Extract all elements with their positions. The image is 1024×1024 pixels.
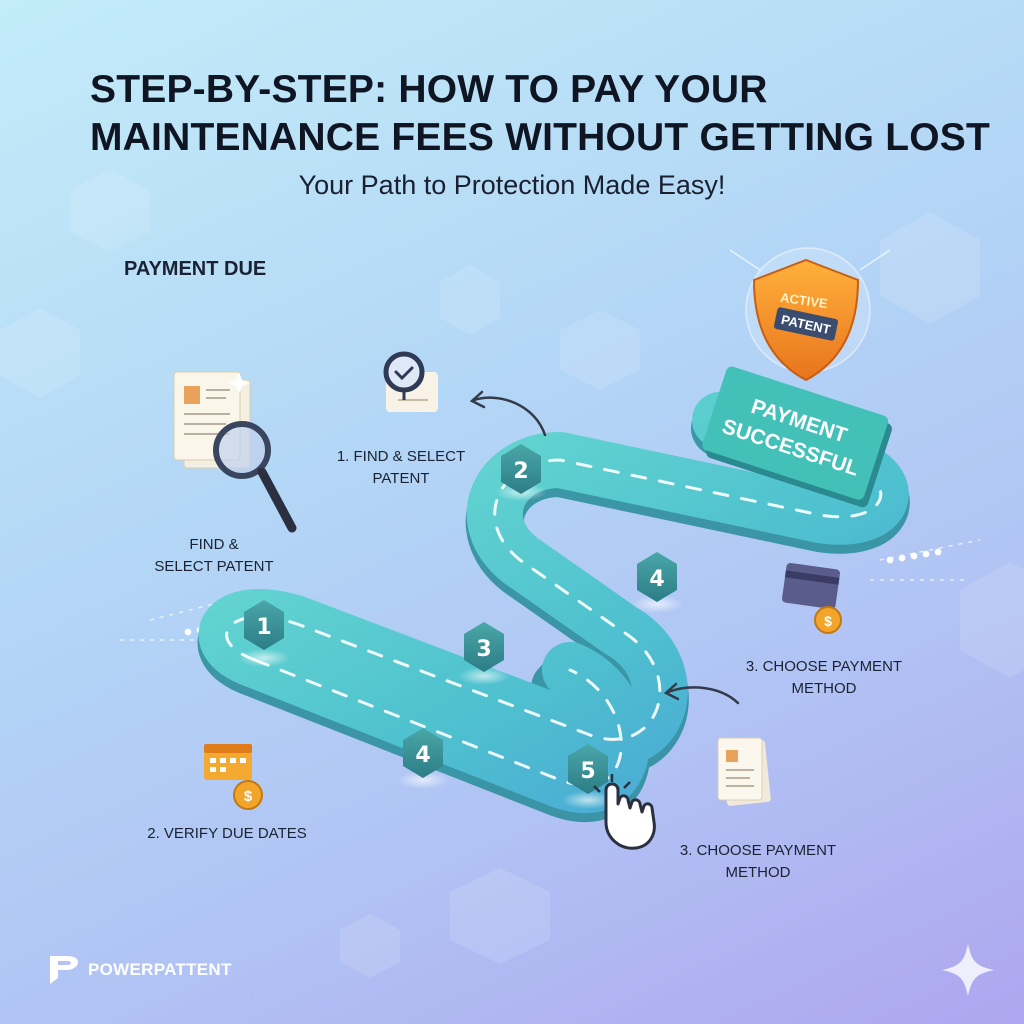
find-select-left-line-1: FIND &	[146, 534, 282, 556]
page-title: STEP-BY-STEP: HOW TO PAY YOUR MAINTENANC…	[90, 66, 990, 162]
active-patent-shield: ACTIVE PATENT	[746, 248, 870, 380]
marker-1-number: 1	[256, 615, 271, 640]
verify-due-dates-label: 2. VERIFY DUE DATES	[136, 823, 318, 845]
find-select-top-line-2: PATENT	[326, 468, 476, 490]
svg-text:$: $	[244, 788, 253, 805]
find-select-left-label: FIND & SELECT PATENT	[146, 534, 282, 578]
payment-due-label: PAYMENT DUE	[124, 258, 266, 281]
check-bubble-icon	[386, 354, 438, 412]
title-line-2: MAINTENANCE FEES WITHOUT GETTING LOST	[90, 114, 990, 162]
calendar-coin-icon: $	[204, 744, 262, 809]
marker-2-number: 2	[513, 459, 528, 484]
choose-payment-right-line-2: METHOD	[736, 678, 912, 700]
brand-logo: POWERPATTENT	[46, 952, 232, 988]
brand-logo-icon	[46, 952, 82, 988]
document-icon	[718, 738, 771, 806]
find-select-top-line-1: 1. FIND & SELECT	[326, 446, 476, 468]
marker-3-number: 3	[476, 637, 491, 662]
choose-payment-bottom-line-1: 3. CHOOSE PAYMENT	[668, 840, 848, 862]
marker-4-upper-number: 4	[649, 567, 664, 592]
svg-text:$: $	[824, 613, 832, 629]
choose-payment-right-label: 3. CHOOSE PAYMENT METHOD	[736, 656, 912, 700]
marker-4-upper: 4	[637, 552, 677, 602]
marker-4-lower-number: 4	[415, 743, 430, 768]
sparkle-icon	[942, 944, 994, 996]
curved-arrow-top	[472, 392, 545, 435]
find-select-top-label: 1. FIND & SELECT PATENT	[326, 446, 476, 490]
page-subtitle: Your Path to Protection Made Easy!	[0, 170, 1024, 201]
document-magnifier-icon	[174, 372, 292, 528]
marker-5-number: 5	[580, 759, 595, 784]
choose-payment-bottom-label: 3. CHOOSE PAYMENT METHOD	[668, 840, 848, 884]
choose-payment-bottom-line-2: METHOD	[668, 862, 848, 884]
title-line-1: STEP-BY-STEP: HOW TO PAY YOUR	[90, 66, 990, 114]
brand-name: POWERPATTENT	[88, 960, 232, 980]
choose-payment-right-line-1: 3. CHOOSE PAYMENT	[736, 656, 912, 678]
find-select-left-line-2: SELECT PATENT	[146, 556, 282, 578]
credit-card-coin-icon: $	[781, 562, 841, 633]
